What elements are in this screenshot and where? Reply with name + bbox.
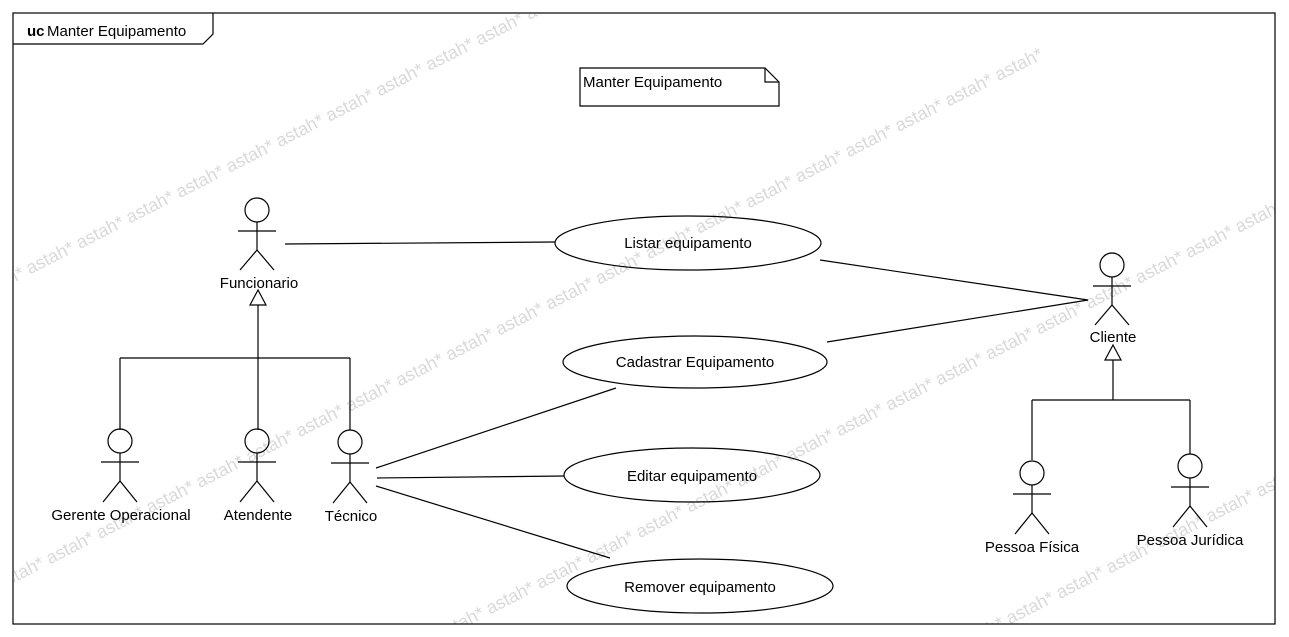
assoc-listar-cliente	[819, 259, 1089, 301]
use-case-remover[interactable]: Remover equipamento	[566, 558, 834, 614]
diagram-note[interactable]: Manter Equipamento	[579, 67, 780, 107]
actor-cliente[interactable]: Cliente	[1090, 252, 1137, 346]
actor-head	[244, 197, 270, 223]
actor-cliente-label: Cliente	[1090, 329, 1137, 346]
watermark-line-1: astah* astah* astah* astah* astah* astah…	[0, 0, 1026, 304]
actor-atendente[interactable]: Atendente	[224, 428, 292, 524]
actor-pessoa-fisica-label: Pessoa Física	[985, 539, 1080, 556]
actor-head	[337, 429, 363, 455]
use-case-cadastrar-label: Cadastrar Equipamento	[616, 354, 774, 371]
use-case-remover-label: Remover equipamento	[624, 579, 776, 596]
actor-tecnico-label: Técnico	[325, 508, 378, 525]
assoc-cadastrar-cliente	[826, 299, 1089, 343]
frame-title: Manter Equipamento	[47, 23, 186, 40]
use-case-listar-label: Listar equipamento	[624, 235, 752, 252]
assoc-tecnico-cadastrar	[375, 387, 617, 469]
actor-head	[1177, 453, 1203, 479]
actor-gerente-operacional[interactable]: Gerente Operacional	[51, 428, 191, 524]
generalization-cliente	[1031, 343, 1191, 460]
use-case-cadastrar[interactable]: Cadastrar Equipamento	[562, 335, 828, 389]
use-case-editar[interactable]: Editar equipamento	[563, 447, 821, 503]
associations	[284, 241, 1089, 559]
actor-pessoa-juridica[interactable]: Pessoa Jurídica	[1137, 453, 1244, 549]
actor-pessoa-juridica-label: Pessoa Jurídica	[1137, 532, 1244, 549]
assoc-tecnico-remover	[375, 485, 611, 559]
actor-head	[107, 428, 133, 454]
assoc-tecnico-editar	[376, 475, 565, 479]
watermark-line-3: astah* astah* astah* astah* astah* astah…	[433, 94, 1289, 637]
assoc-funcionario-listar	[284, 241, 556, 245]
use-case-listar[interactable]: Listar equipamento	[554, 215, 822, 271]
diagram-frame	[12, 12, 1276, 625]
actor-pessoa-fisica[interactable]: Pessoa Física	[985, 460, 1080, 556]
actor-funcionario[interactable]: Funcionario	[220, 197, 298, 292]
use-case-editar-label: Editar equipamento	[627, 468, 757, 485]
actor-gerente-label: Gerente Operacional	[51, 507, 190, 524]
actor-head	[1099, 252, 1125, 278]
actor-head	[1019, 460, 1045, 486]
actor-tecnico[interactable]: Técnico	[325, 429, 378, 525]
note-text: Manter Equipamento	[583, 74, 722, 91]
actor-funcionario-label: Funcionario	[220, 275, 298, 292]
watermark-line-4: astah* astah* astah* astah* astah* astah…	[953, 104, 1289, 637]
generalization-funcionario	[119, 288, 351, 430]
actor-atendente-label: Atendente	[224, 507, 292, 524]
frame-tab	[13, 13, 214, 45]
frame-keyword: uc	[27, 23, 45, 40]
